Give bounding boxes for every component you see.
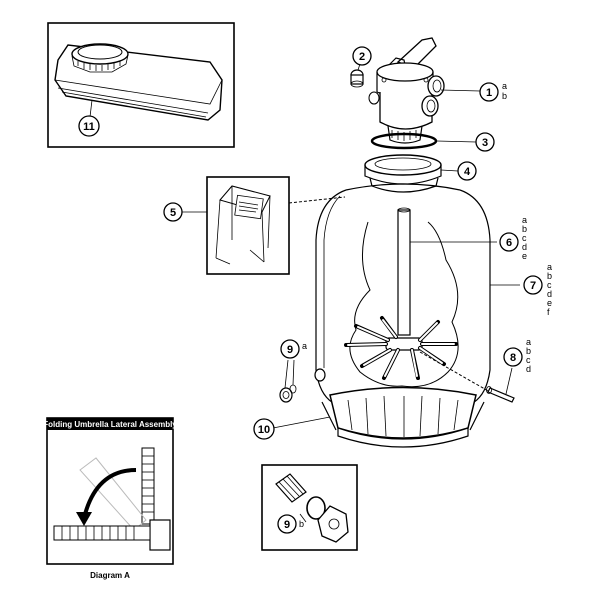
callout-5: 5 [163, 202, 207, 222]
svg-text:b: b [502, 91, 507, 101]
callout-11: 11 [78, 115, 100, 137]
svg-text:a: a [522, 215, 527, 225]
standpipe [397, 207, 497, 336]
svg-text:10: 10 [258, 424, 270, 436]
svg-text:b: b [299, 519, 304, 529]
inset-drain-plug [261, 464, 358, 551]
svg-text:7: 7 [530, 280, 536, 292]
callout-10: 10 [253, 418, 275, 440]
inset-lid-cover [47, 22, 235, 148]
inset-warning-label [206, 176, 290, 275]
svg-text:9: 9 [287, 344, 293, 356]
multiport-valve [368, 37, 481, 144]
svg-text:9: 9 [284, 519, 290, 531]
svg-text:6: 6 [506, 237, 512, 249]
svg-text:b: b [547, 271, 552, 281]
callout-4: 4 [457, 161, 477, 181]
air-relief-tube [419, 351, 515, 403]
lateral-assembly [344, 316, 458, 380]
svg-text:f: f [547, 307, 550, 317]
svg-text:e: e [547, 298, 552, 308]
svg-text:4: 4 [464, 166, 471, 178]
callout-1: 1 a b [479, 81, 507, 102]
svg-text:a: a [526, 337, 531, 347]
svg-text:d: d [526, 364, 531, 374]
callout-3: 3 [475, 132, 495, 152]
svg-text:a: a [547, 262, 552, 272]
svg-text:e: e [522, 251, 527, 261]
inset-a-caption: Diagram A [90, 571, 130, 580]
svg-text:a: a [302, 341, 307, 351]
svg-text:1: 1 [486, 87, 492, 99]
svg-text:3: 3 [482, 137, 488, 149]
svg-text:c: c [526, 355, 531, 365]
svg-text:5: 5 [170, 207, 176, 219]
svg-text:8: 8 [510, 352, 516, 364]
pressure-gauge [350, 63, 364, 88]
inset-a-title: Folding Umbrella Lateral Assembly [43, 420, 177, 429]
callout-6: 6 a b c d e [499, 215, 527, 261]
svg-text:11: 11 [83, 121, 95, 133]
svg-text:c: c [522, 233, 527, 243]
drain-cap [279, 359, 326, 403]
inset-folding-lateral [46, 417, 174, 565]
svg-text:d: d [547, 289, 552, 299]
clamp-ring [364, 154, 459, 193]
filter-base [272, 386, 485, 448]
callout-2: 2 [352, 46, 372, 66]
callout-9b: 9 b [277, 514, 304, 534]
svg-text:b: b [526, 346, 531, 356]
svg-text:b: b [522, 224, 527, 234]
svg-text:d: d [522, 242, 527, 252]
callout-9a: 9 a [280, 339, 307, 359]
o-ring [370, 132, 477, 150]
svg-text:c: c [547, 280, 552, 290]
svg-text:a: a [502, 81, 507, 91]
callout-7: 7 a b c d e f [523, 262, 552, 317]
svg-text:2: 2 [359, 51, 365, 63]
callout-8: 8 a b c d [503, 337, 531, 374]
